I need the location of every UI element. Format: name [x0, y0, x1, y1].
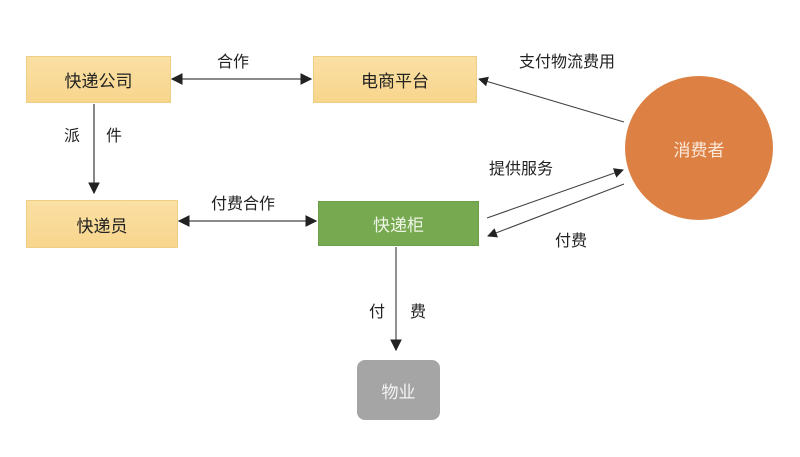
node-courier: 快递员 — [26, 200, 178, 248]
edge-label-company-courier-right: 件 — [106, 126, 123, 145]
edge-label-consumer-platform: 支付物流费用 — [519, 52, 616, 71]
node-ecommerce-platform: 电商平台 — [313, 56, 477, 103]
node-courier-label: 快递员 — [76, 216, 128, 237]
edge-label-locker-property-left: 付 — [369, 302, 386, 321]
node-parcel-locker-label: 快递柜 — [373, 216, 424, 236]
node-property-management: 物业 — [357, 360, 440, 420]
node-parcel-locker: 快递柜 — [318, 201, 479, 246]
edge-locker-consumer — [486, 168, 624, 219]
edge-label-consumer-locker: 付费 — [555, 231, 588, 250]
node-consumer: 消费者 — [625, 76, 773, 220]
edge-label-locker-consumer: 提供服务 — [489, 159, 554, 178]
edge-label-company-courier-left: 派 — [64, 126, 81, 145]
node-courier-company-label: 快递公司 — [64, 72, 133, 92]
node-property-management-label: 物业 — [381, 382, 416, 403]
edge-label-locker-property-right: 费 — [410, 302, 427, 321]
edge-consumer-platform — [478, 76, 625, 123]
node-courier-company: 快递公司 — [26, 56, 171, 103]
node-ecommerce-platform-label: 电商平台 — [361, 72, 429, 92]
node-consumer-label: 消费者 — [673, 140, 725, 161]
edge-label-courier-locker: 付费合作 — [211, 194, 276, 213]
edge-label-company-platform: 合作 — [217, 52, 250, 71]
edge-consumer-locker — [487, 183, 625, 238]
